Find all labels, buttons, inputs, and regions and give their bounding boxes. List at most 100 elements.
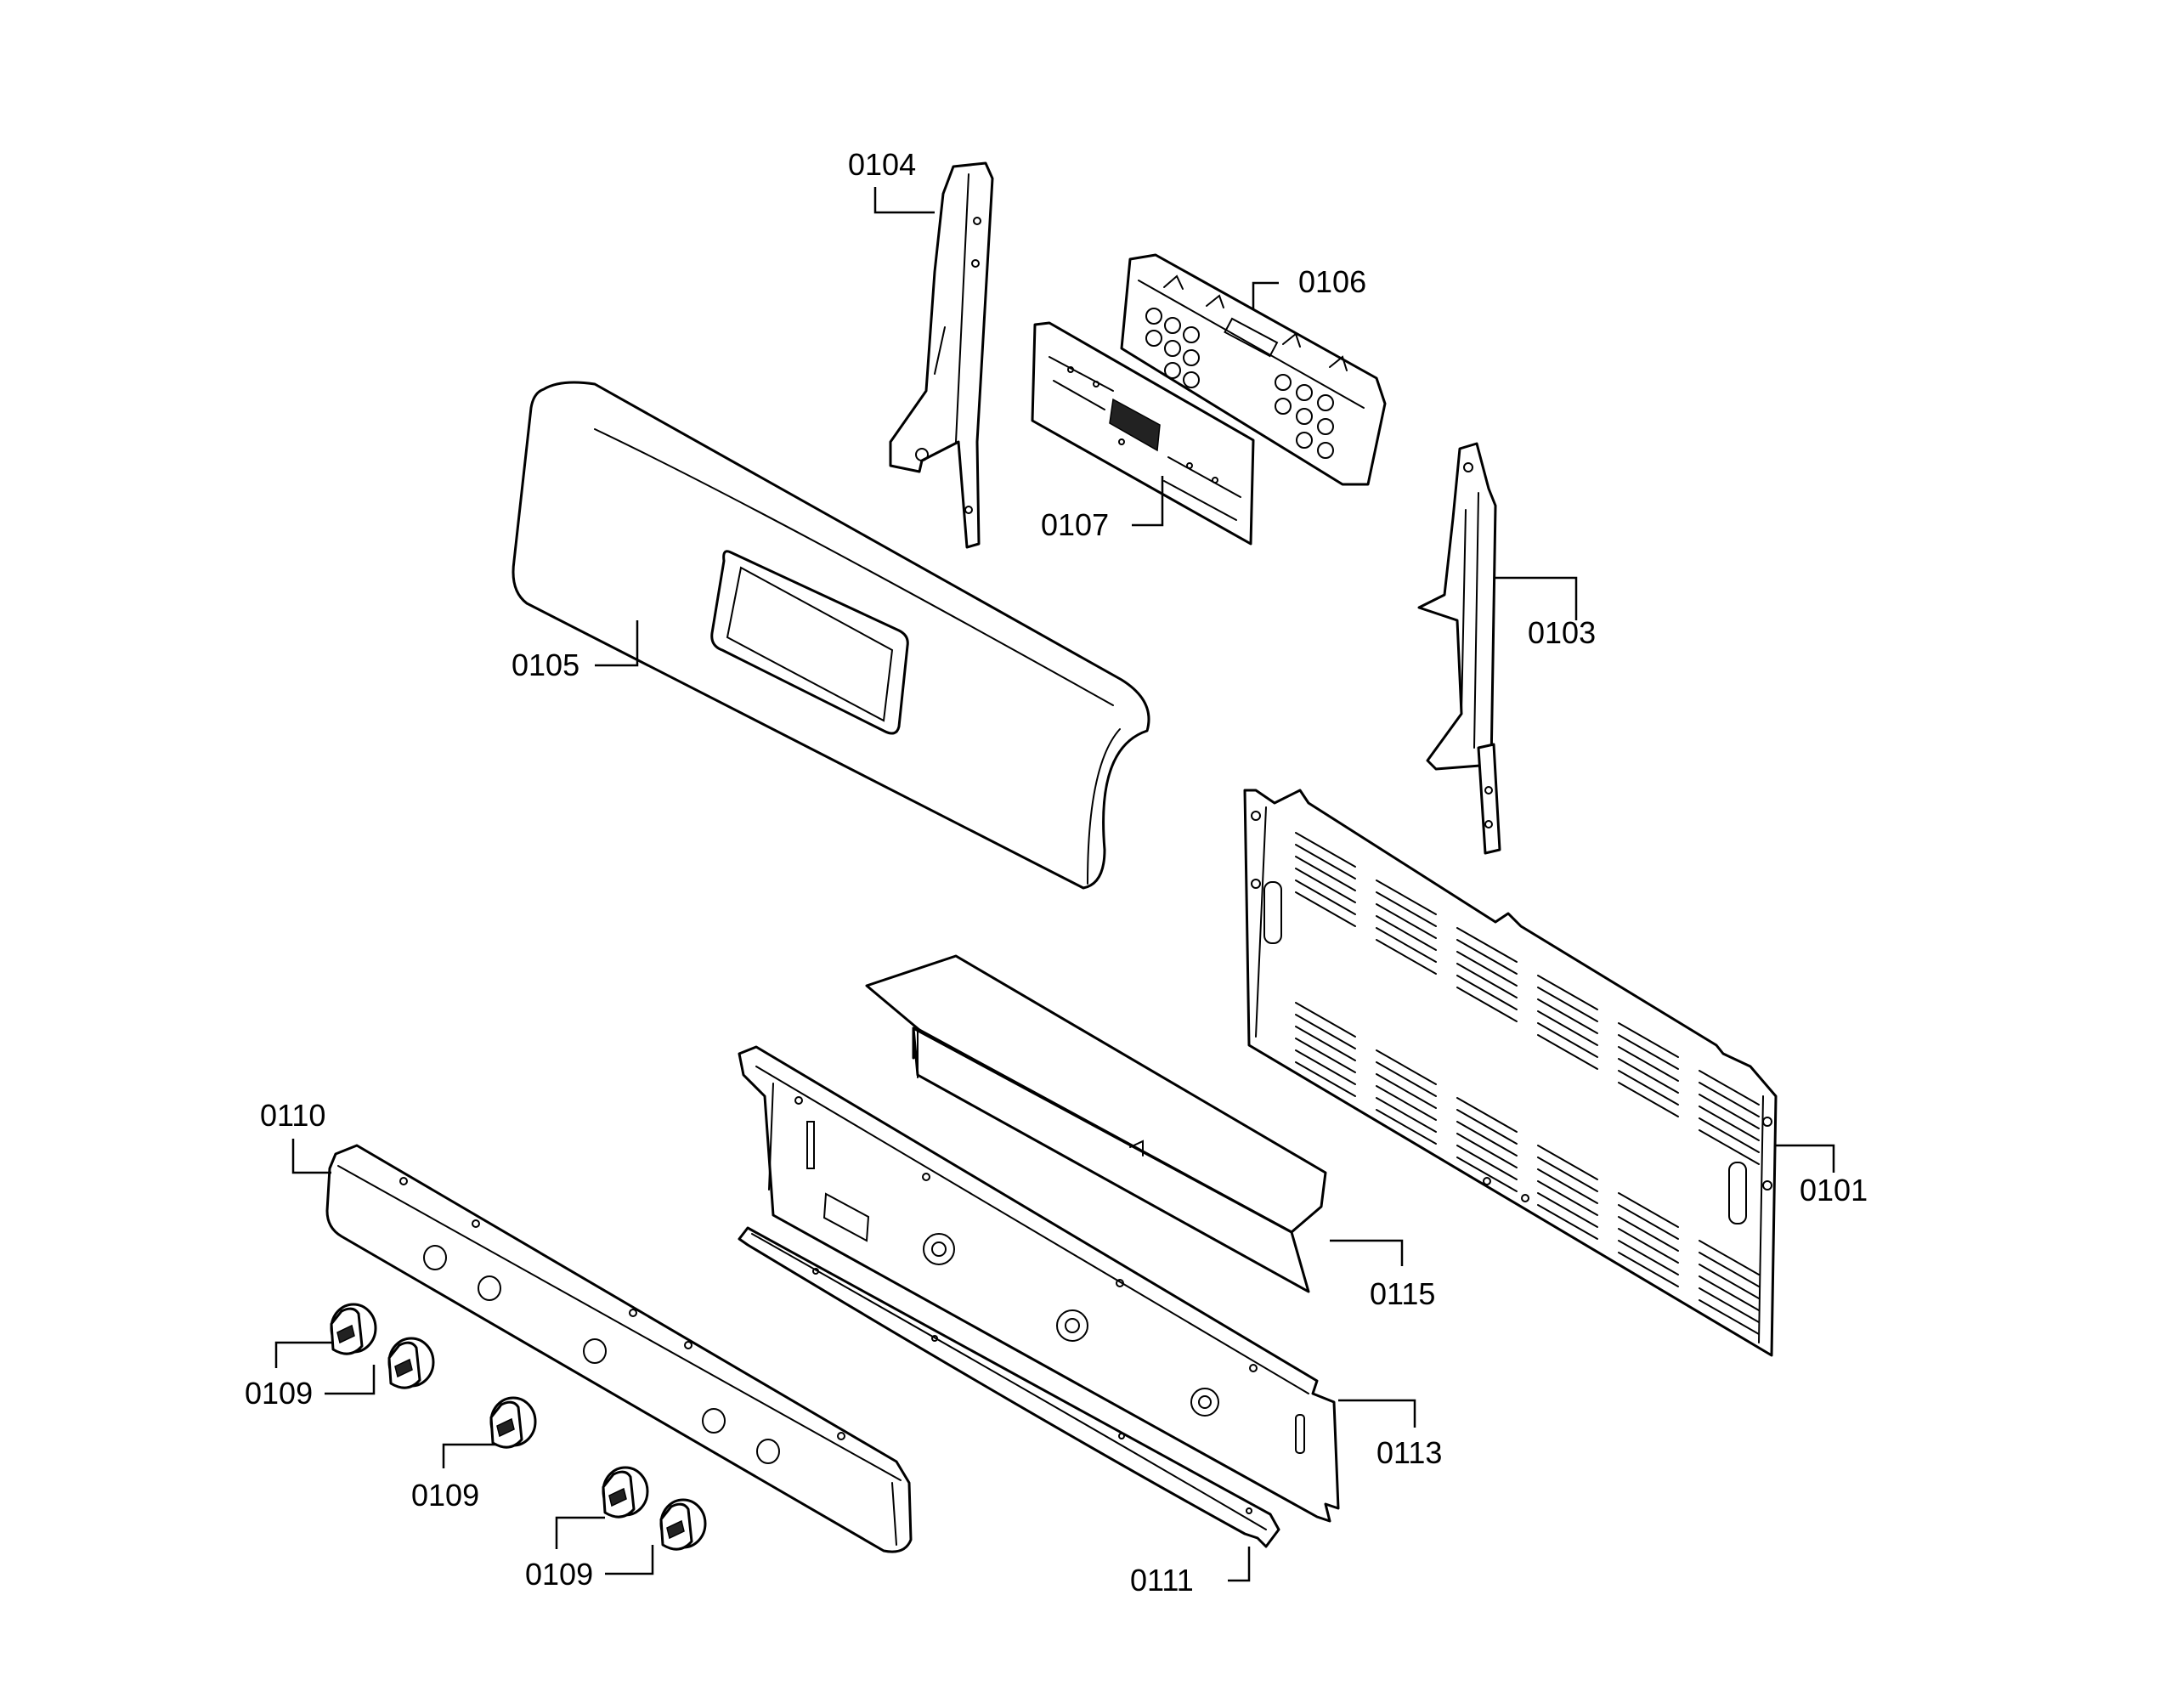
vent-slot: [1537, 1192, 1598, 1228]
control-board-button-grid-left: [1145, 308, 1200, 388]
part-0105-control-panel: [512, 381, 1150, 890]
vent-slot: [1537, 1145, 1598, 1180]
vent-slot: [1699, 1287, 1760, 1323]
leader-0101: [1776, 1144, 1835, 1173]
label-0109-second: 0109: [411, 1478, 479, 1513]
label-0105: 0105: [512, 648, 579, 682]
part-0103-right-bracket: [1417, 442, 1501, 855]
leader-0109b: [325, 1365, 376, 1395]
label-0106: 0106: [1298, 264, 1366, 299]
vent-slot: [1537, 1157, 1598, 1192]
leader-lines: [274, 187, 1835, 1582]
label-0109-third: 0109: [525, 1557, 593, 1592]
vent-slot: [1376, 1049, 1437, 1085]
leader-0113: [1338, 1399, 1416, 1428]
leader-0109c: [442, 1443, 497, 1468]
vent-slot: [1456, 1145, 1518, 1180]
knob-1: [330, 1303, 377, 1355]
vent-slot: [1376, 1085, 1437, 1121]
part-0106-control-board: [1120, 253, 1387, 486]
vent-slot: [1537, 1168, 1598, 1204]
vent-slot: [1618, 1192, 1679, 1228]
vent-slot: [1295, 891, 1356, 927]
part-0109-knobs: [330, 1303, 707, 1551]
vent-slot: [1456, 1109, 1518, 1145]
vent-slot: [1376, 879, 1437, 915]
vent-slot: [1618, 1046, 1679, 1082]
vent-slot: [1537, 998, 1598, 1034]
vent-slot: [1618, 1216, 1679, 1252]
vent-slot: [1295, 1002, 1356, 1038]
label-0111: 0111: [1130, 1563, 1194, 1598]
vent-slot: [1376, 927, 1437, 963]
leader-0104: [873, 187, 935, 214]
vent-slot: [1376, 903, 1437, 939]
part-0104-left-bracket: [889, 161, 994, 549]
part-0110-knob-panel: [325, 1144, 913, 1553]
vent-slot: [1456, 939, 1518, 975]
vent-slot: [1699, 1094, 1760, 1129]
vent-slot: [1376, 1109, 1437, 1145]
leader-0110: [291, 1139, 331, 1174]
vent-slot: [1456, 1097, 1518, 1133]
leader-0105: [595, 620, 639, 667]
vent-slot: [1376, 1073, 1437, 1109]
vent-slot: [1537, 1034, 1598, 1070]
vent-slot: [1699, 1252, 1760, 1287]
vent-slot: [1376, 939, 1437, 975]
vent-slot: [1699, 1082, 1760, 1117]
vent-slot: [1699, 1129, 1760, 1165]
vent-slot: [1456, 987, 1518, 1022]
vent-slot: [1537, 1204, 1598, 1240]
vent-slot: [1456, 963, 1518, 998]
control-board-button-grid-right: [1275, 374, 1334, 459]
vent-slot: [1618, 1082, 1679, 1117]
vent-slot: [1376, 891, 1437, 927]
part-0115-heat-shield: [865, 954, 1327, 1293]
vent-slot: [1456, 1121, 1518, 1157]
vent-slot: [1456, 927, 1518, 963]
leader-0115: [1330, 1239, 1404, 1266]
label-0107: 0107: [1041, 507, 1109, 542]
label-0115: 0115: [1370, 1276, 1435, 1311]
label-0109-first: 0109: [245, 1376, 313, 1411]
leader-0106: [1252, 281, 1279, 310]
knob-4: [602, 1466, 649, 1519]
vent-slot: [1537, 987, 1598, 1022]
part-0107-membrane-overlay: [1031, 321, 1255, 546]
vent-slot: [1295, 879, 1356, 915]
leader-0109d: [555, 1516, 605, 1549]
part-0113-manifold-panel: [738, 1045, 1340, 1523]
vent-slot: [1456, 951, 1518, 987]
vent-slot: [1295, 844, 1356, 879]
vent-slot: [1618, 1034, 1679, 1070]
vent-slot: [1618, 1252, 1679, 1287]
vent-slot: [1295, 1038, 1356, 1073]
vent-slot: [1295, 1026, 1356, 1061]
vent-slot: [1376, 915, 1437, 951]
vent-slot: [1618, 1022, 1679, 1058]
vent-slot: [1537, 975, 1598, 1010]
label-0104: 0104: [848, 147, 916, 182]
vent-slot: [1295, 868, 1356, 903]
leader-0107: [1132, 476, 1164, 527]
vent-slot: [1295, 1049, 1356, 1085]
vent-slot: [1618, 1204, 1679, 1240]
vent-slot: [1699, 1106, 1760, 1141]
label-0113: 0113: [1376, 1435, 1442, 1470]
vent-slot: [1537, 1022, 1598, 1058]
vent-slot: [1618, 1058, 1679, 1094]
vent-slot: [1295, 856, 1356, 891]
vent-slot: [1295, 832, 1356, 868]
vent-slot: [1537, 1180, 1598, 1216]
rear-cover-vent-slots: [1295, 832, 1760, 1335]
knob-3: [489, 1396, 537, 1449]
vent-slot: [1456, 1133, 1518, 1168]
vent-slot: [1376, 1097, 1437, 1133]
leader-0109a: [274, 1341, 333, 1368]
vent-slot: [1618, 1240, 1679, 1275]
label-0110: 0110: [260, 1098, 325, 1133]
label-0101: 0101: [1800, 1173, 1868, 1207]
part-0111-trim-strip: [738, 1226, 1280, 1548]
